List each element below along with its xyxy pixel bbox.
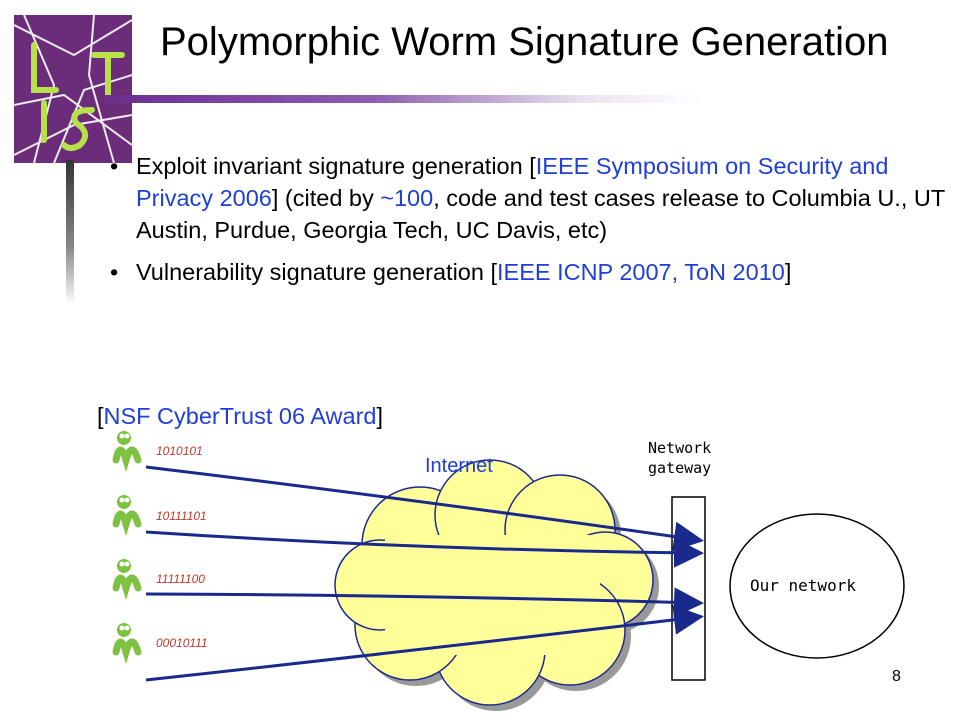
- internet-label: Internet: [425, 455, 493, 477]
- bullet-item: • Vulnerability signature generation [IE…: [110, 256, 945, 288]
- worm-arrow: [145, 587, 704, 618]
- gateway-label-line: Network: [648, 439, 712, 457]
- worm-arrow: [145, 530, 704, 568]
- worm-icon: [112, 495, 142, 537]
- worm-code: 11111100: [156, 572, 205, 586]
- lst-logo: [14, 15, 132, 163]
- citation-count: ~100: [380, 185, 434, 211]
- gateway-box: [671, 496, 706, 681]
- worm-arrow: [145, 604, 704, 682]
- bracket: [: [97, 403, 104, 429]
- worm-arrow: [145, 465, 704, 552]
- bullet-text: Exploit invariant signature generation [: [136, 153, 536, 179]
- slide-title: Polymorphic Worm Signature Generation: [160, 20, 889, 64]
- bullet-item: • Exploit invariant signature generation…: [110, 150, 945, 246]
- gateway-label: Network gateway: [648, 438, 711, 478]
- worm-code: 1010101: [156, 444, 203, 458]
- title-underline: [105, 95, 705, 103]
- bullet-text: Vulnerability signature generation [: [136, 259, 497, 285]
- vertical-rule: [66, 160, 74, 305]
- worm-icon: [112, 623, 142, 665]
- page-number: 8: [892, 668, 901, 685]
- bullet-dot: •: [110, 153, 119, 179]
- bullet-text: ] (cited by: [271, 185, 381, 211]
- citation-link: IEEE Symposium on Security and Privacy 2…: [136, 153, 889, 211]
- worm-icon: [112, 431, 142, 473]
- worm-code: 00010111: [156, 636, 208, 650]
- bullet-dot: •: [110, 259, 119, 285]
- bullet-list: • Exploit invariant signature generation…: [110, 150, 945, 298]
- gateway-label-line: gateway: [648, 459, 712, 477]
- bullet-text: ]: [784, 259, 792, 285]
- citation-link: IEEE ICNP 2007, ToN 2010: [497, 259, 785, 285]
- bracket: ]: [376, 403, 384, 429]
- worm-code: 10111101: [156, 509, 207, 523]
- our-network-label: Our network: [750, 576, 856, 595]
- bullet-text: , code and test cases release to Columbi…: [136, 185, 945, 243]
- worm-icon: [112, 559, 142, 601]
- award-text: NSF CyberTrust 06 Award: [103, 403, 377, 429]
- cloud-fill: [385, 535, 600, 655]
- award-line: [NSF CyberTrust 06 Award]: [97, 400, 383, 432]
- our-network-ellipse: [729, 513, 905, 659]
